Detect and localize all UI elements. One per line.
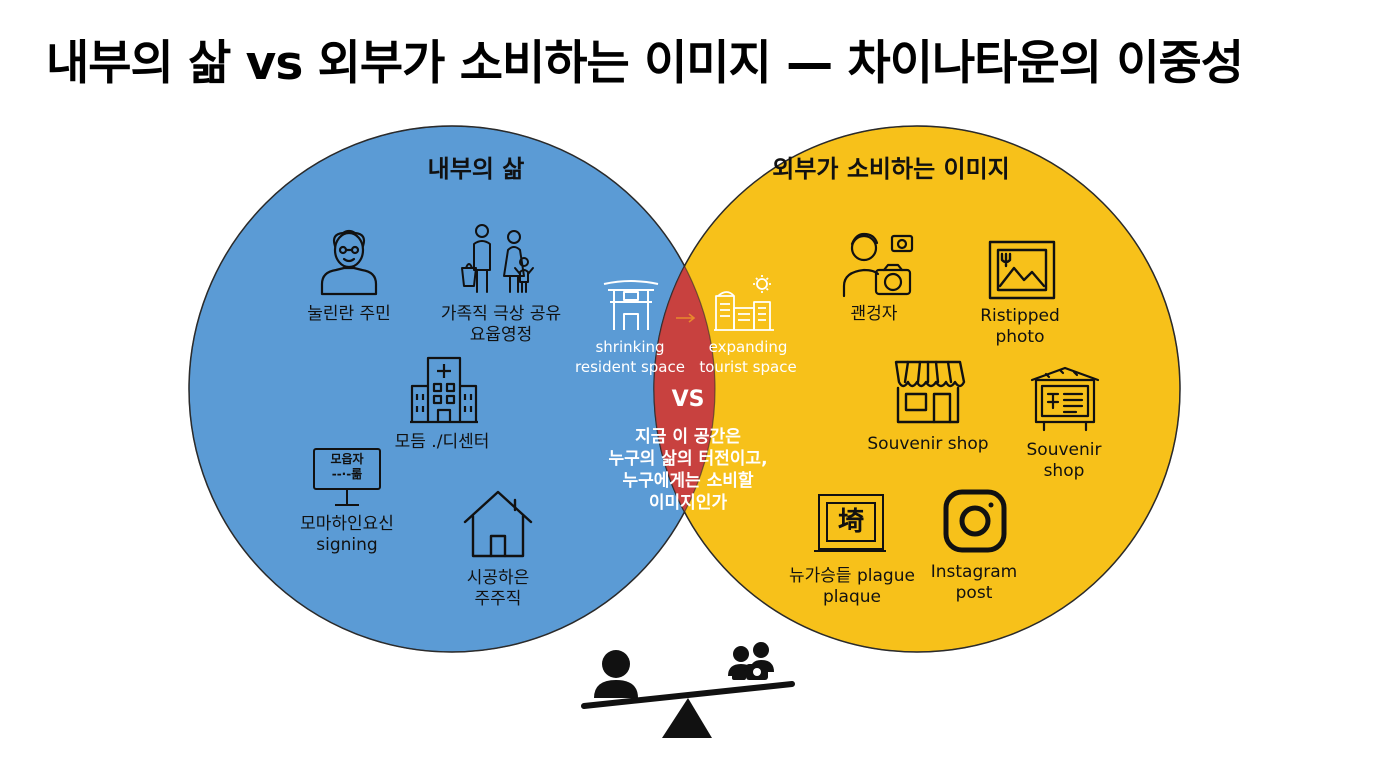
right-item-label-6: Instagram post <box>930 562 1018 604</box>
gate-icon <box>603 280 659 330</box>
overlap-right-label: expanding tourist space <box>699 338 797 376</box>
storefront-icon <box>894 360 966 424</box>
family-shopping-icon <box>461 224 534 293</box>
scale-beam <box>581 681 795 709</box>
left-item-label-3: 모듬 ./디센터 <box>394 432 490 452</box>
tourist-camera-icon <box>842 232 914 298</box>
left-item-label-2: 가족직 극상 공유 요윱영정 <box>440 304 562 346</box>
right-item-label-1: 괜겅자 <box>850 304 898 324</box>
signboard-text: 모읍자 --·-롦 <box>330 452 364 481</box>
hospital-building-icon <box>410 356 478 424</box>
balance-scale <box>581 642 795 738</box>
right-item-label-3: Souvenir shop <box>867 434 989 454</box>
framed-plaque-icon: 埼 <box>814 494 886 556</box>
page-title: 내부의 삶 vs 외부가 소비하는 이미지 — 차이나타운의 이중성 <box>46 36 1244 91</box>
left-item-label-5: 시공하은 주주직 <box>466 568 530 610</box>
framed-photo-icon <box>988 240 1056 300</box>
right-circle-title: 외부가 소비하는 이미지 <box>772 155 1010 183</box>
left-circle-title: 내부의 삶 <box>427 155 525 183</box>
elderly-person-icon <box>320 229 378 296</box>
plaque-character: 埼 <box>826 502 876 542</box>
right-item-label-2: Ristipped photo <box>980 306 1060 348</box>
house-icon <box>463 490 533 558</box>
person-icon <box>594 650 638 698</box>
shop-sign-board-icon <box>1030 366 1100 432</box>
right-item-label-5: 뉴가승듵 plague plaque <box>789 566 915 608</box>
scale-fulcrum <box>662 698 712 738</box>
signboard-icon: 모읍자 --·-롦 <box>313 448 381 508</box>
arrow-right-icon <box>676 313 696 323</box>
left-item-label-4: 모마하인요신 signing <box>300 514 394 556</box>
right-item-label-4: Souvenir shop <box>1026 440 1102 482</box>
tourist-buildings-icon <box>714 275 774 331</box>
vs-label: VS <box>671 387 705 412</box>
central-question: 지금 이 공간은 누구의 삶의 터전이고, 누구에게는 소비할 이미지인가 <box>608 427 768 514</box>
left-item-label-1: 눌린란 주민 <box>307 304 391 324</box>
overlap-left-label: shrinking resident space <box>575 338 685 376</box>
tourist-group-icon <box>728 642 774 680</box>
instagram-icon <box>943 489 1007 553</box>
